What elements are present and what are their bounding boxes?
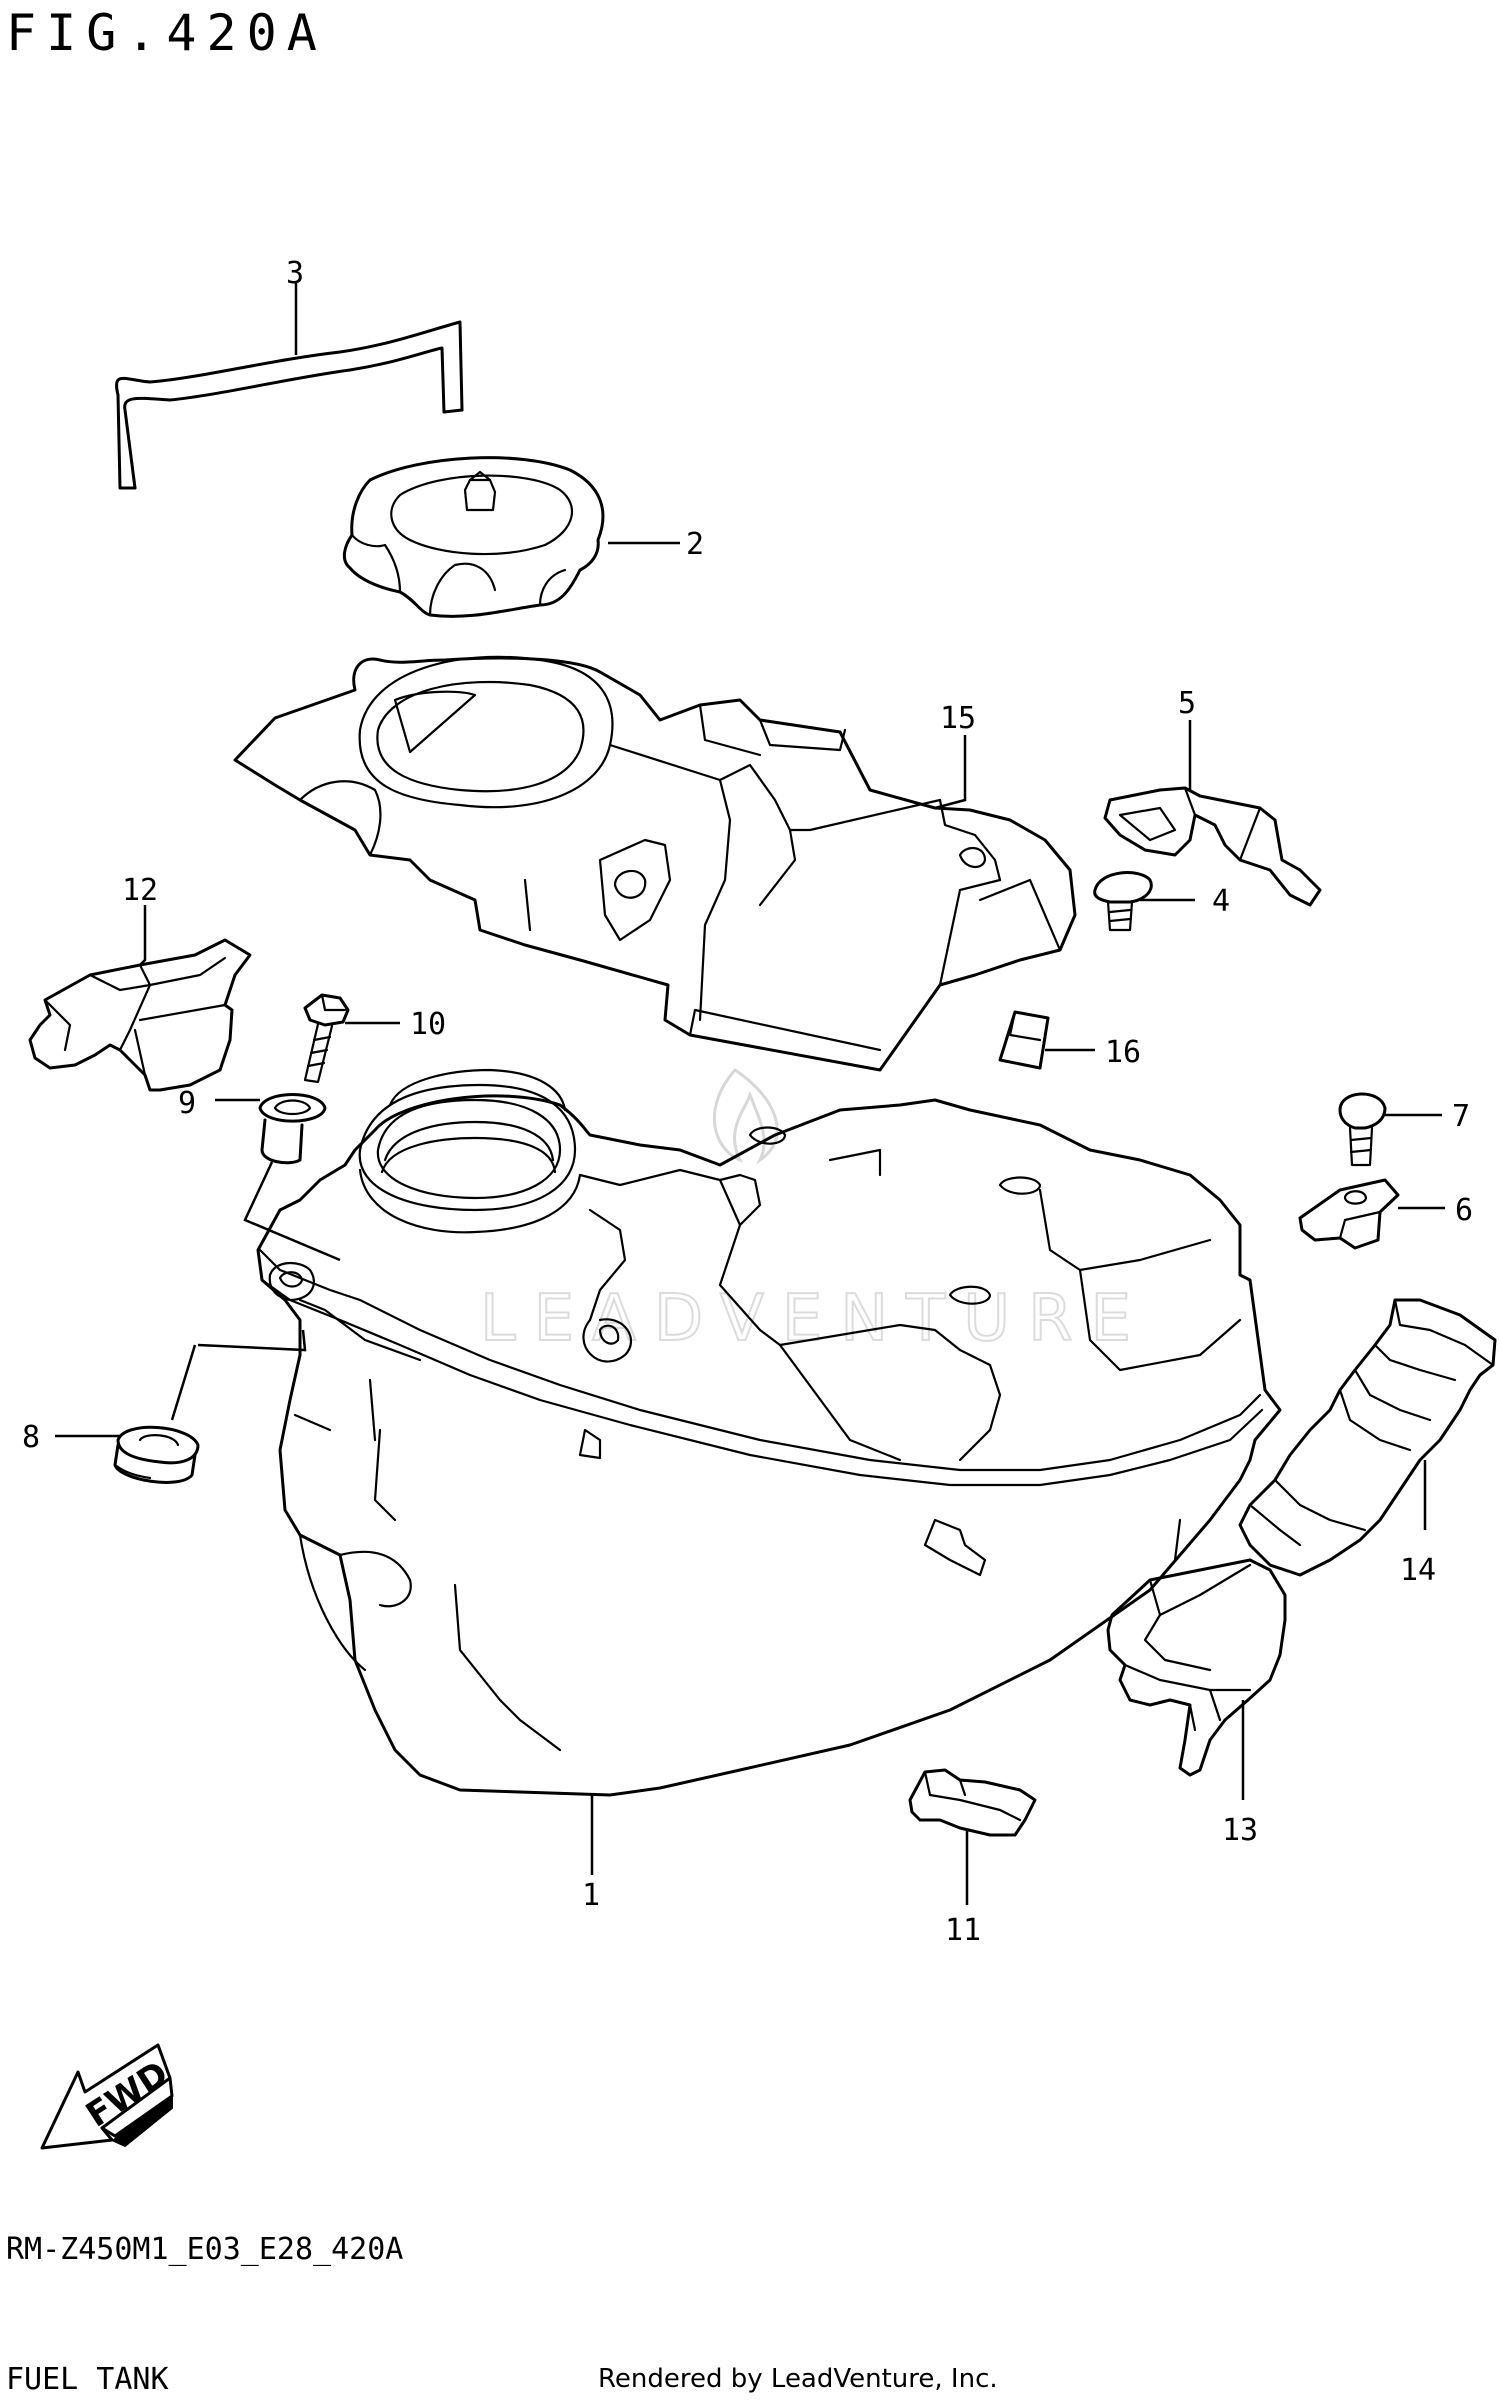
callout-16: 16 [1105,1035,1141,1070]
part-10-bolt [303,993,350,1084]
callout-14: 14 [1400,1553,1436,1588]
model-code: RM-Z450M1_E03_E28_420A [6,2232,404,2267]
callout-7: 7 [1452,1099,1470,1134]
callout-labels: 3 2 15 5 12 4 10 16 9 7 6 8 14 13 1 11 [22,256,1473,1948]
part-12-bracket [28,938,252,1092]
rendered-by-credit: Rendered by LeadVenture, Inc. [598,2364,998,2394]
part-1-fuel-tank [256,1068,1282,1797]
leader-lines [55,283,1445,1905]
callout-9: 9 [178,1086,196,1121]
callout-5: 5 [1178,686,1196,721]
part-2-fuel-cap [342,456,605,618]
callout-11: 11 [945,1913,981,1948]
callout-6: 6 [1455,1193,1473,1228]
figure-title: FIG.420A [6,4,327,62]
callout-12: 12 [122,873,158,908]
callout-15: 15 [940,701,976,736]
part-16-pad [998,1010,1050,1070]
part-13-bracket [1106,1558,1287,1777]
part-15-tank-cover [233,655,1077,1072]
callout-1: 1 [582,1878,600,1913]
part-5-clamp [1103,786,1322,907]
part-4-screw [1093,871,1153,932]
fwd-arrow: FWD [40,2043,176,2150]
part-11-clip [908,1768,1037,1837]
callout-2: 2 [686,527,704,562]
part-9-collar [258,1093,327,1165]
callout-8: 8 [22,1420,40,1455]
part-7-screw [1338,1092,1387,1167]
part-8-grommet [113,1425,200,1484]
callout-4: 4 [1212,884,1230,919]
callout-3: 3 [286,256,304,291]
watermark-text: LEADVENTURE [480,1282,1149,1356]
watermark-logo: LEADVENTURE [479,1068,1149,1357]
figure-name: FUEL TANK [6,2362,169,2397]
callout-10: 10 [410,1007,446,1042]
part-3-breather-hose [115,320,464,490]
part-14-guard [1238,1298,1497,1577]
part-6-plate [1298,1178,1400,1250]
callout-13: 13 [1222,1813,1258,1848]
